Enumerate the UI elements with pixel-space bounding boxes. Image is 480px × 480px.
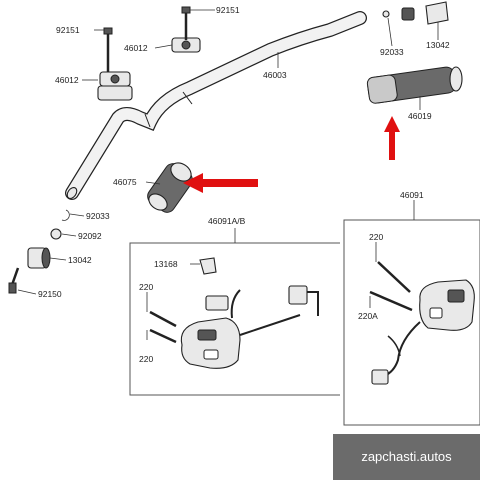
label-92092: 92092 [78, 231, 102, 241]
label-220-a: 220 [139, 282, 153, 292]
label-46003: 46003 [263, 70, 287, 80]
label-220-c: 220 [369, 232, 383, 242]
up-arrow-icon [384, 116, 400, 160]
label-46075: 46075 [113, 177, 137, 187]
right-switch-housing [369, 261, 475, 385]
bar-end-right [382, 1, 449, 25]
label-92151-left: 92151 [56, 25, 80, 35]
watermark-background [333, 434, 480, 480]
label-13168: 13168 [154, 259, 178, 269]
throttle-grip [366, 66, 463, 104]
label-220a: 220A [358, 311, 378, 321]
label-92033-left: 92033 [86, 211, 110, 221]
leader-lines [17, 9, 439, 340]
label-46012-mid: 46012 [124, 43, 148, 53]
box-46091 [343, 219, 480, 426]
label-13042-left: 13042 [68, 255, 92, 265]
left-grip [147, 162, 193, 213]
left-bar-end-parts [8, 209, 70, 294]
label-46091: 46091 [400, 190, 424, 200]
handlebar-tube [65, 11, 367, 200]
label-92150: 92150 [38, 289, 62, 299]
label-46091ab: 46091A/B [208, 216, 246, 226]
left-switch-housing [149, 257, 319, 369]
label-46012-left: 46012 [55, 75, 79, 85]
label-220-b: 220 [139, 354, 153, 364]
handlebar-clamp-upper [171, 6, 201, 53]
label-13042-top: 13042 [426, 40, 450, 50]
handlebar-clamp-lower [97, 27, 133, 101]
label-46019: 46019 [408, 111, 432, 121]
left-arrow-icon [183, 173, 258, 193]
label-92033-top: 92033 [380, 47, 404, 57]
label-92151-top: 92151 [216, 5, 240, 15]
watermark: zapchasti.autos [361, 449, 452, 464]
